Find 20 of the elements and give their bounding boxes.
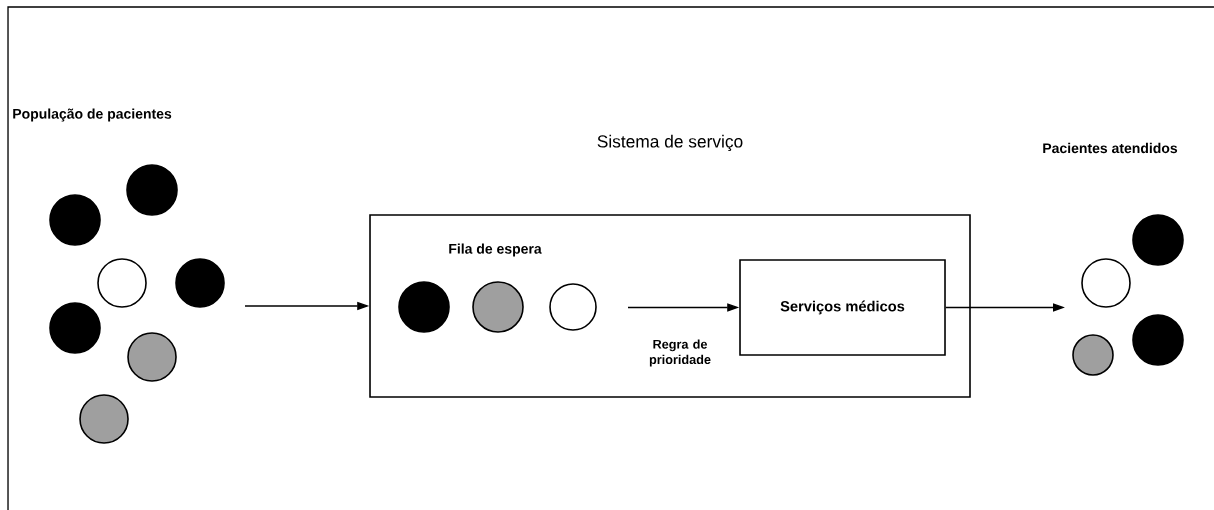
circle: [126, 164, 178, 216]
edge-label: Regra de prioridade: [638, 338, 722, 368]
circle: [1132, 314, 1184, 366]
circle: [97, 258, 147, 308]
circle: [1072, 334, 1114, 376]
circle: [127, 332, 177, 382]
circle: [472, 281, 524, 333]
text-label: Fila de espera: [449, 243, 542, 257]
circle: [49, 302, 101, 354]
text-label: População de pacientes: [13, 108, 172, 122]
circle: [549, 283, 597, 331]
circle: [175, 258, 225, 308]
node-label: Sistema de serviço: [597, 134, 743, 152]
circle: [1132, 214, 1184, 266]
circle: [398, 281, 450, 333]
text-label: Pacientes atendidos: [1043, 142, 1178, 154]
circle: [49, 194, 101, 246]
process-box: Serviços médicos: [739, 259, 946, 356]
circle: [79, 394, 129, 444]
circle: [1081, 258, 1131, 308]
